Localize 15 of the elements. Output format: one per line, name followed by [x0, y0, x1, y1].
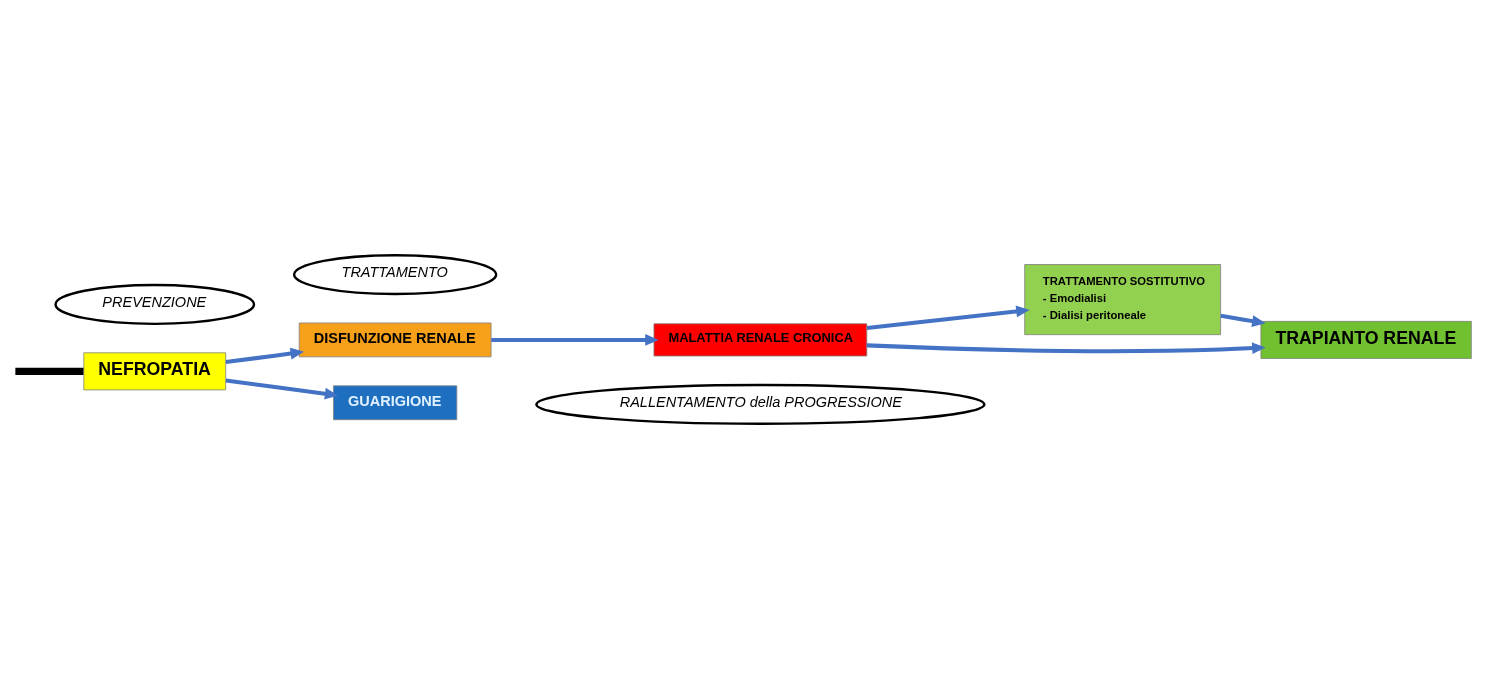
- node-box: TRAPIANTO RENALE: [1260, 320, 1472, 359]
- node-box: DISFUNZIONE RENALE: [298, 322, 492, 357]
- node-box: MALATTIA RENALE CRONICA: [653, 322, 868, 356]
- arrow: [1220, 313, 1266, 327]
- arrow: [225, 378, 339, 399]
- node-box: GUARIGIONE: [333, 384, 458, 420]
- arrow: [491, 333, 659, 346]
- node-box: TRATTAMENTO SOSTITUTIVO - Emodialisi - Dialisi peritoneale: [1024, 263, 1221, 335]
- arrow: [866, 305, 1030, 330]
- arrow: [225, 347, 305, 364]
- node-ellipse: RALLENTAMENTO della PROGRESSIONE: [535, 383, 986, 425]
- node-box: NEFROPATIA: [83, 351, 227, 390]
- node-ellipse: TRATTAMENTO: [292, 253, 498, 295]
- arrow: [866, 341, 1266, 354]
- node-ellipse: PREVENZIONE: [54, 283, 256, 325]
